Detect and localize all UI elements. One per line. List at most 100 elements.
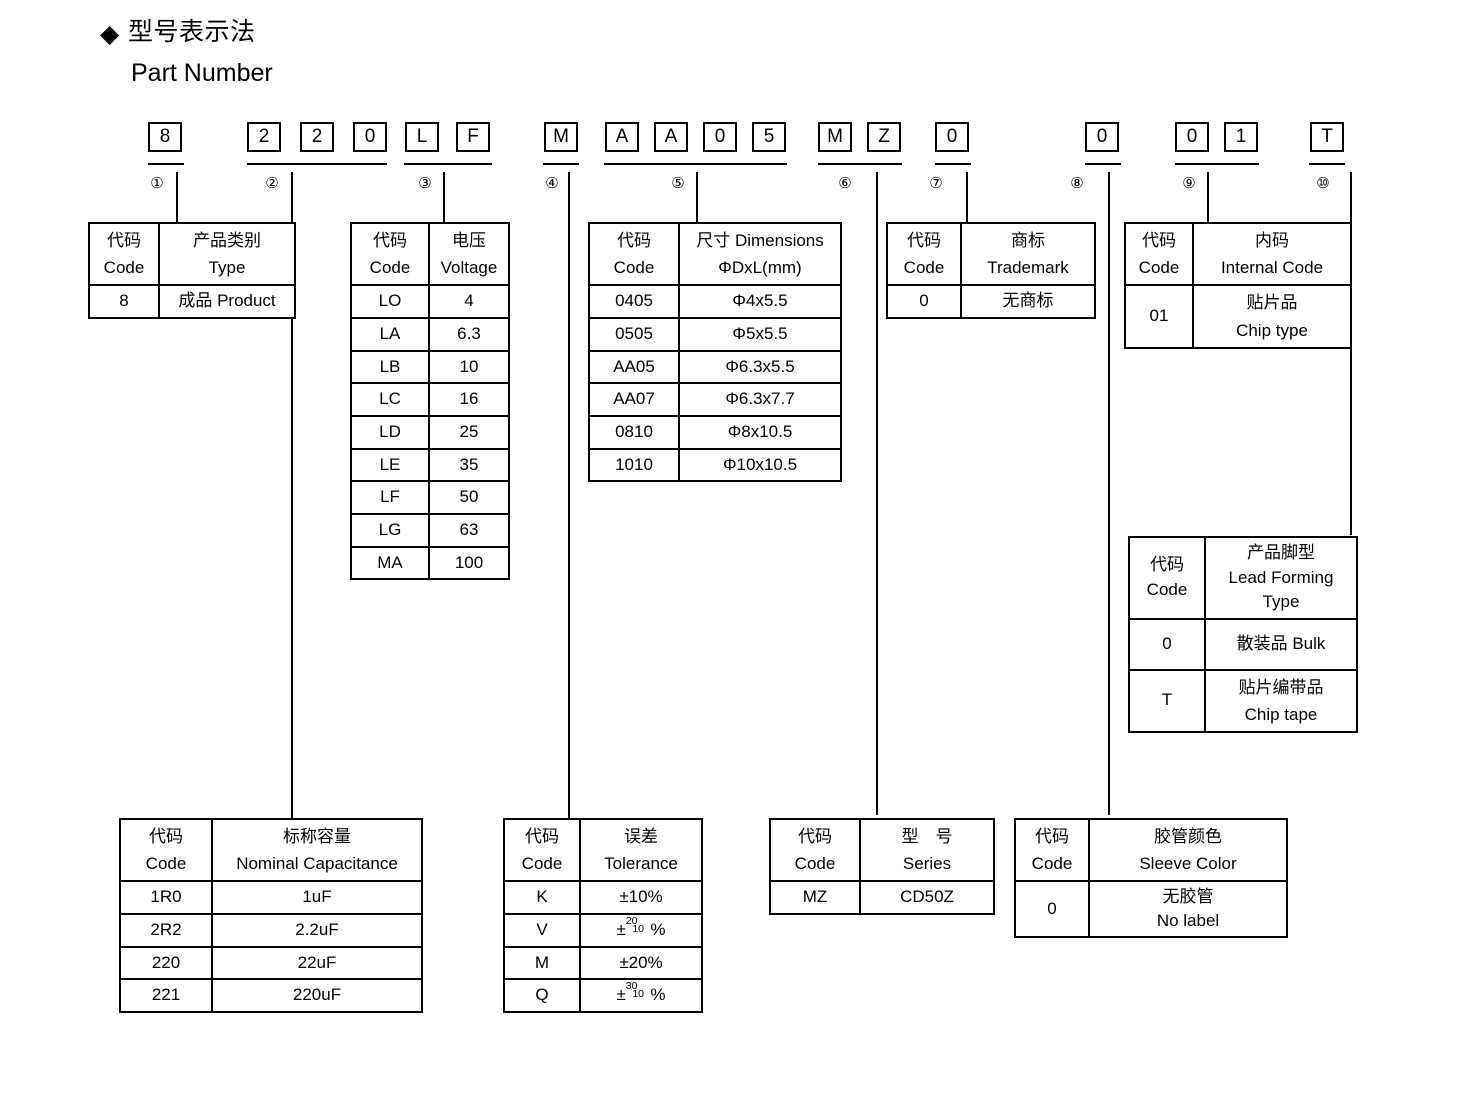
cell-code: M [503,945,581,981]
connector-line-9 [1207,172,1209,222]
group-underline-6 [818,163,902,165]
cell-code: 221 [119,978,213,1013]
cell-code: 0505 [588,317,680,352]
cell-code: Q [503,978,581,1013]
code-box-5-1: A [605,122,639,152]
connector-line-3 [443,172,445,222]
table-row-header: 代码 Code 内码 Internal Code [1124,221,1352,287]
header-code-en: Code [1146,579,1188,599]
tolerance-sup: 30 [625,979,638,992]
code-box-1-1: 8 [148,122,182,152]
cell-code: AA05 [588,349,680,385]
cell-value: 贴片品 Chip type [1192,284,1352,349]
header-value-en2: Type [1262,592,1300,612]
cell-value: Φ8x10.5 [678,414,842,450]
header-cell-value: 产品类别 Type [158,221,296,287]
connector-line-10 [1350,172,1352,535]
group-underline-1 [148,163,184,165]
group-number-1: ① [150,175,164,192]
cell-value: Φ6.3x5.5 [678,349,842,385]
cell-value: Φ10x10.5 [678,447,842,483]
header-code-en: Code [369,258,411,278]
header-value-cn: 型 号 [901,827,953,846]
group-number-2: ② [265,175,279,192]
header-cell-code: 代码 Code [769,817,861,883]
group-underline-10 [1309,163,1345,165]
code-box-2-1: 2 [247,122,281,152]
cell-value-en: Chip type [1236,320,1308,340]
table-row: MZ CD50Z [769,880,995,916]
header-code-en: Code [613,258,655,278]
cell-code: LO [350,284,430,320]
cell-value: 10 [428,349,510,385]
header-value-cn: 尺寸 Dimensions [696,231,824,250]
code-box-3-1: L [405,122,439,152]
page-title-en: Part Number [131,59,273,87]
group-underline-3 [404,163,492,165]
tolerance-sub: 10 [632,987,645,1000]
cell-value: CD50Z [859,880,995,916]
cell-value-cn: 贴片品 [1246,293,1298,313]
cell-value-cn: 贴片编带品 [1238,677,1324,697]
header-value-en: Type [208,258,246,278]
header-cell-code: 代码 Code [886,221,962,287]
tolerance-plusminus: ± [616,920,626,940]
header-value-cn: 误差 [624,827,658,846]
table-row-header: 代码 Code 误差 Tolerance [503,817,703,883]
header-cell-value: 商标 Trademark [960,221,1096,287]
table-row-header: 代码 Code 产品脚型 Lead Forming Type [1128,536,1358,620]
header-code-cn: 代码 [373,231,407,250]
header-value-cn: 内码 [1255,231,1289,250]
table-internal-code: 代码 Code 内码 Internal Code 01 贴片品 Chip typ… [1124,221,1352,349]
header-cell-code: 代码 Code [588,221,680,287]
group-number-8: ⑧ [1070,175,1084,192]
table-row-header: 代码 Code 胶管颜色 Sleeve Color [1014,817,1288,883]
tolerance-plusminus: ± [616,985,626,1005]
header-value-en: Nominal Capacitance [236,854,398,874]
header-code-en: Code [521,854,563,874]
header-code-cn: 代码 [525,827,559,846]
cell-value-en: Chip tape [1244,704,1318,724]
cell-value: 16 [428,382,510,417]
cell-value: 100 [428,545,510,581]
connector-line-8 [1108,172,1110,815]
cell-value: 63 [428,512,510,548]
cell-value: 6.3 [428,317,510,352]
header-value-cn: 胶管颜色 [1154,827,1222,846]
header-cell-code: 代码 Code [1014,817,1090,883]
header-value-en: Lead Forming [1228,567,1334,587]
header-cell-value: 电压 Voltage [428,221,510,287]
cell-value: 220uF [211,978,423,1013]
header-code-cn: 代码 [798,827,832,846]
header-code-cn: 代码 [107,231,141,250]
connector-line-7 [966,172,968,222]
group-number-6: ⑥ [838,175,852,192]
diamond-bullet-icon: ◆ [100,20,120,48]
code-box-4-1: M [544,122,578,152]
table-row-header: 代码 Code 电压 Voltage [350,221,510,287]
cell-code: 0 [886,284,962,320]
code-box-6-1: M [818,122,852,152]
table-type: 代码 Code 产品类别 Type 8 成品 Product [88,221,296,320]
header-cell-value: 型 号 Series [859,817,995,883]
table-row: 0 无胶管 No label [1014,880,1288,938]
header-cell-code: 代码 Code [119,817,213,883]
header-cell-code: 代码 Code [1128,536,1206,620]
header-code-cn: 代码 [1150,555,1184,575]
cell-code: 0405 [588,284,680,320]
cell-code: 1010 [588,447,680,483]
header-code-en: Code [794,854,836,874]
code-box-8-1: 0 [1085,122,1119,152]
